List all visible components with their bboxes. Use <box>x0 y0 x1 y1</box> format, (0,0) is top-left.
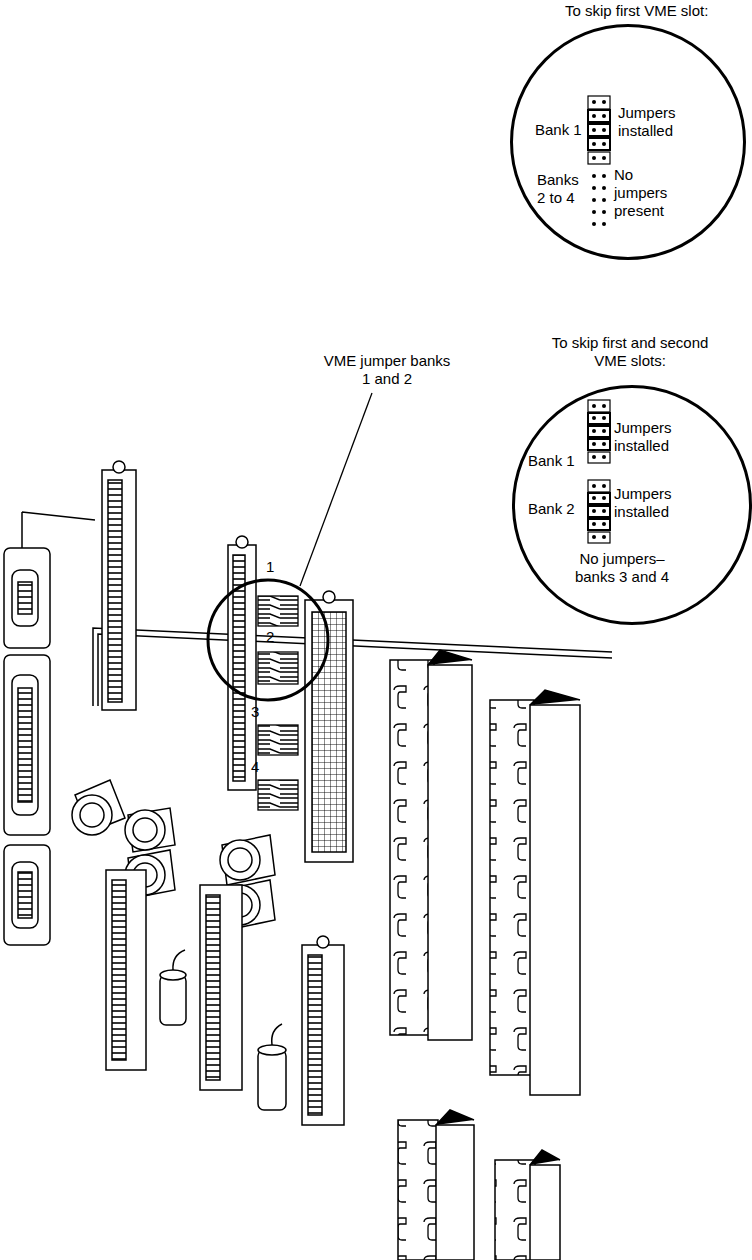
dsub-connectors <box>4 548 50 945</box>
callout-circle: To skip first VME slot:Bank 1Jumpers ins… <box>510 24 746 260</box>
jumper-note: No jumpers present <box>614 166 680 220</box>
bank-label: Bank 2 <box>528 500 575 518</box>
bank-number: 3 <box>251 703 259 721</box>
circle-outline <box>510 24 746 260</box>
memory-sockets <box>390 650 580 1260</box>
lower-headers <box>106 870 344 1125</box>
jumper-note: Jumpers installed <box>614 485 686 521</box>
leader-line <box>300 393 372 586</box>
callout-label: VME jumper banks 1 and 2 <box>322 352 452 388</box>
jumper-note: Jumpers installed <box>618 104 690 140</box>
bank-number: 2 <box>266 628 274 646</box>
callout-circle: To skip first and second VME slots:Bank … <box>512 385 752 625</box>
bank-label: Bank 1 <box>535 121 582 139</box>
bank-number: 1 <box>266 558 274 576</box>
highlight-circle <box>208 580 328 700</box>
callout-heading: To skip first VME slot: <box>565 2 708 20</box>
capacitors <box>72 780 286 1110</box>
bank-label: Banks 2 to 4 <box>537 171 589 207</box>
bank-label: Bank 1 <box>528 452 575 470</box>
bank-number: 4 <box>251 758 259 776</box>
header-connectors <box>102 461 353 862</box>
jumper-note: No jumpers– banks 3 and 4 <box>563 550 681 586</box>
jumper-symbols <box>588 96 610 543</box>
callout-heading: To skip first and second VME slots: <box>540 334 720 370</box>
jumper-note: Jumpers installed <box>614 419 686 455</box>
jumper-banks <box>258 596 298 810</box>
